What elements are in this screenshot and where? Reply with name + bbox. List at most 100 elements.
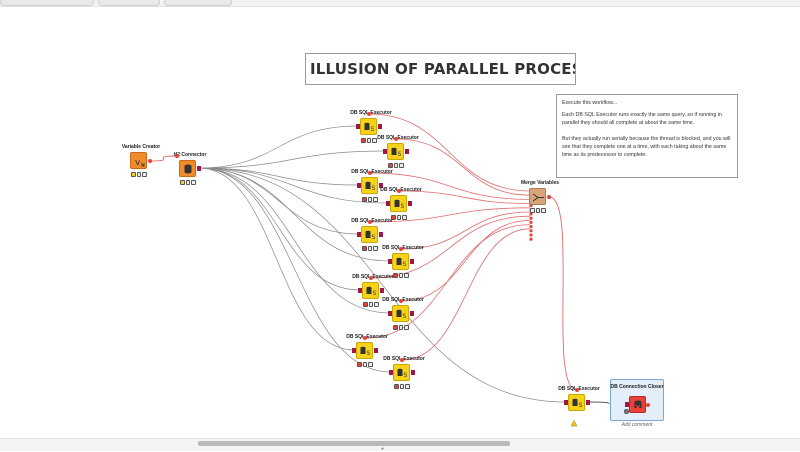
db-sql-icon: S bbox=[361, 226, 378, 243]
db-in-port[interactable] bbox=[388, 311, 392, 316]
node-label: DB SQL Executor bbox=[377, 135, 419, 141]
db-in-port[interactable] bbox=[383, 149, 387, 154]
merge-variables-node[interactable]: Merge Variables bbox=[490, 180, 590, 230]
connection-wire bbox=[198, 167, 389, 204]
connection-wire bbox=[198, 167, 361, 291]
variable-in-port[interactable] bbox=[367, 112, 371, 116]
merge-variable-in-port[interactable] bbox=[529, 229, 533, 233]
merge-icon bbox=[529, 188, 546, 205]
db-in-port[interactable] bbox=[356, 124, 360, 129]
db-out-port[interactable] bbox=[197, 166, 201, 171]
node-status bbox=[393, 273, 411, 278]
db-connection-closer-node[interactable]: DB Connection Closer bbox=[587, 384, 687, 434]
db-in-port[interactable] bbox=[386, 201, 390, 206]
connection-wire bbox=[149, 155, 178, 162]
variable-out-port[interactable] bbox=[547, 195, 551, 199]
variable-out-port[interactable] bbox=[646, 403, 650, 407]
workflow-title-annotation[interactable]: ILLUSION OF PARALLEL PROCESSING bbox=[305, 53, 576, 85]
svg-text:S: S bbox=[404, 372, 408, 379]
db-out-port[interactable] bbox=[410, 311, 414, 316]
note-line-3: But they actually run serially because t… bbox=[562, 136, 731, 159]
variable-in-port[interactable] bbox=[575, 388, 579, 392]
merge-variable-in-port[interactable] bbox=[529, 216, 533, 220]
db-sql-icon: S bbox=[360, 118, 377, 135]
db-out-port[interactable] bbox=[411, 370, 415, 375]
tab-stub[interactable] bbox=[164, 0, 232, 6]
merge-variable-in-port[interactable] bbox=[529, 233, 533, 237]
merge-variable-in-port[interactable] bbox=[529, 225, 533, 229]
db-out-port[interactable] bbox=[586, 400, 590, 405]
variable-in-port[interactable] bbox=[175, 154, 179, 158]
db-sql-icon: S bbox=[362, 282, 379, 299]
workflow-title: ILLUSION OF PARALLEL PROCESSING bbox=[310, 60, 575, 78]
node-status bbox=[624, 409, 642, 414]
node-status bbox=[394, 384, 412, 389]
svg-text:v: v bbox=[135, 158, 141, 168]
connection-wire bbox=[369, 207, 531, 223]
node-label: DB SQL Executor bbox=[383, 356, 425, 362]
variable-out-port[interactable] bbox=[148, 159, 152, 163]
db-in-port[interactable] bbox=[625, 402, 629, 407]
variable-in-port[interactable] bbox=[363, 336, 367, 340]
db-in-port[interactable] bbox=[357, 232, 361, 237]
db-out-port[interactable] bbox=[374, 348, 378, 353]
connection-wire bbox=[400, 211, 531, 250]
connection-wire bbox=[395, 138, 531, 196]
merge-variable-in-port[interactable] bbox=[529, 220, 533, 224]
note-line-1: Execute this workflow... bbox=[562, 100, 618, 106]
description-annotation[interactable]: Execute this workflow... Each DB SQL Exe… bbox=[556, 94, 738, 178]
variable-in-port[interactable] bbox=[397, 189, 401, 193]
db-out-port[interactable] bbox=[379, 183, 383, 188]
db-in-port[interactable] bbox=[564, 400, 568, 405]
variable-in-port[interactable] bbox=[369, 276, 373, 280]
variable-in-port[interactable] bbox=[368, 171, 372, 175]
db-sql-icon: S bbox=[393, 364, 410, 381]
db-in-port[interactable] bbox=[358, 288, 362, 293]
final-db-sql-executor-node[interactable]: DB SQL Executor S bbox=[529, 386, 629, 436]
svg-text:S: S bbox=[372, 234, 376, 241]
scrollbar-thumb[interactable] bbox=[198, 441, 510, 446]
db-out-port[interactable] bbox=[410, 259, 414, 264]
variable-in-port[interactable] bbox=[394, 137, 398, 141]
merge-variable-in-port[interactable] bbox=[529, 237, 533, 241]
variable-in-port[interactable] bbox=[399, 247, 403, 251]
db-out-port[interactable] bbox=[379, 232, 383, 237]
tab-stub[interactable] bbox=[98, 0, 160, 6]
merge-variable-in-port[interactable] bbox=[529, 212, 533, 216]
variable-in-port[interactable] bbox=[368, 220, 372, 224]
connection-wire bbox=[369, 172, 531, 200]
database-connect-icon bbox=[179, 160, 196, 177]
connection-wire bbox=[198, 167, 391, 314]
db-sql-icon: S bbox=[392, 305, 409, 322]
svg-text:S: S bbox=[403, 261, 407, 268]
variable-in-port[interactable] bbox=[399, 299, 403, 303]
db-in-port[interactable] bbox=[357, 183, 361, 188]
db-in-port[interactable] bbox=[388, 259, 392, 264]
db-out-port[interactable] bbox=[378, 124, 382, 129]
connection-wire bbox=[198, 150, 386, 169]
db-out-port[interactable] bbox=[380, 288, 384, 293]
variable-in-port[interactable] bbox=[400, 358, 404, 362]
node-label: H2 Connector bbox=[173, 152, 207, 158]
tab-stub[interactable] bbox=[0, 0, 94, 6]
add-comment-link[interactable]: Add comment bbox=[621, 422, 653, 428]
db-in-port[interactable] bbox=[352, 348, 356, 353]
db-out-port[interactable] bbox=[405, 149, 409, 154]
h2-connector-node[interactable]: H2 Connector bbox=[140, 152, 240, 202]
node-status bbox=[530, 208, 548, 213]
variable-creator-node[interactable]: Variable Creator v bbox=[91, 144, 191, 194]
db-in-port[interactable] bbox=[389, 370, 393, 375]
db-out-port[interactable] bbox=[408, 201, 412, 206]
variable-icon: v bbox=[130, 152, 147, 169]
svg-text:S: S bbox=[401, 203, 405, 210]
